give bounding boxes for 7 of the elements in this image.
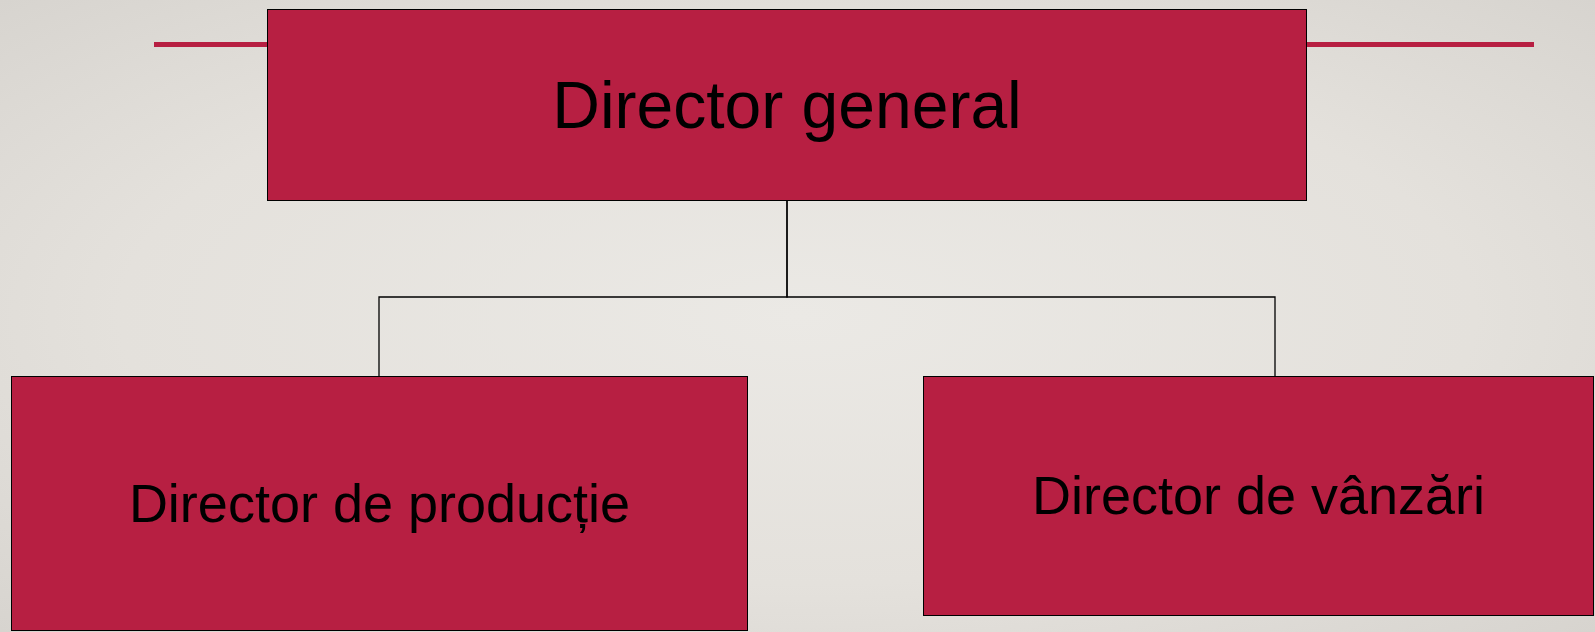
role-box bbox=[923, 376, 1594, 616]
role-title: Director general bbox=[552, 66, 1022, 144]
role-title: Director de producție bbox=[128, 471, 631, 535]
role-box bbox=[11, 376, 748, 631]
role-box bbox=[267, 9, 1307, 201]
connector-line bbox=[786, 200, 1276, 377]
role-title: Director de vânzări bbox=[1031, 464, 1486, 528]
